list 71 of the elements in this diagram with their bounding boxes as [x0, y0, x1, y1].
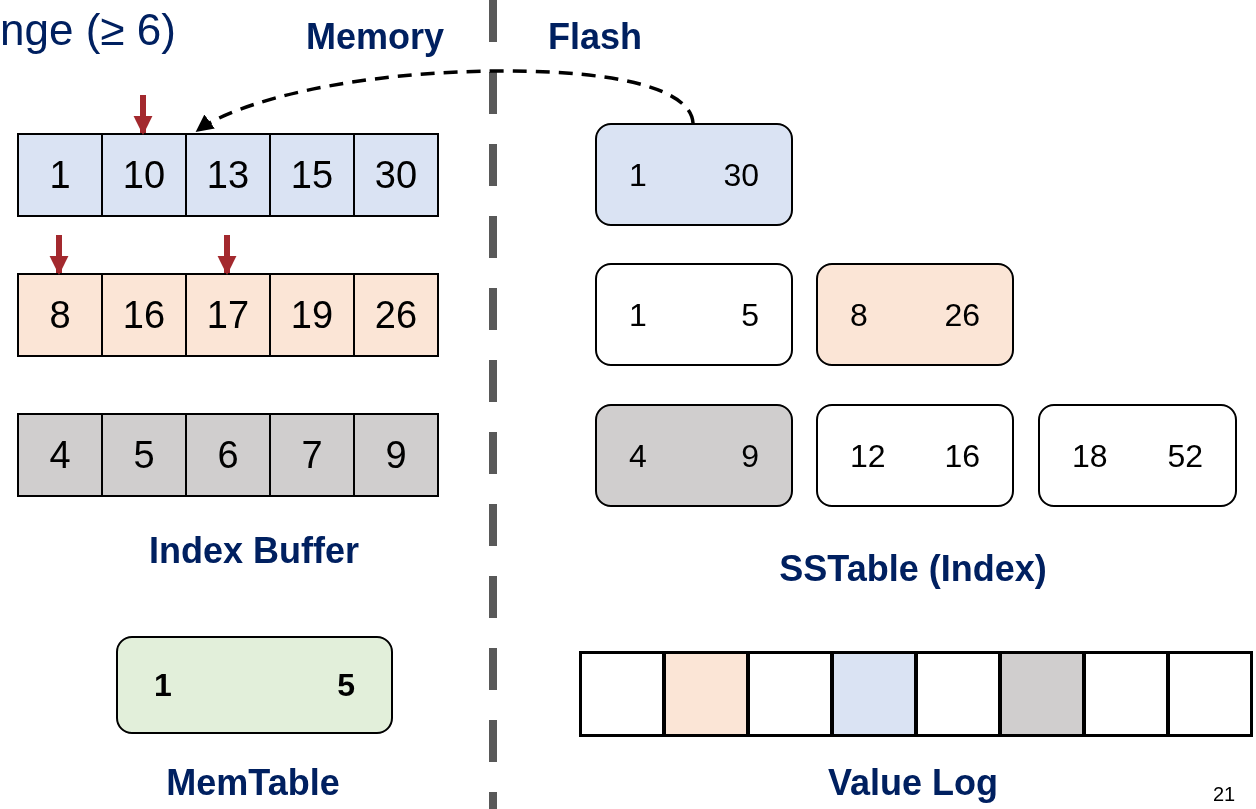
log-slot — [999, 651, 1085, 737]
buffer-cell — [17, 273, 103, 357]
buffer-cell — [185, 273, 271, 357]
buffer-cell — [353, 133, 439, 217]
key-number: 26 — [944, 298, 980, 331]
sstable-box — [816, 263, 1014, 366]
buffer-cell — [101, 133, 187, 217]
key-number: 7 — [301, 436, 323, 474]
key-number: 6 — [217, 436, 239, 474]
key-number: 16 — [944, 439, 980, 472]
buffer-cell — [185, 133, 271, 217]
log-slot — [1167, 651, 1253, 737]
log-slot — [915, 651, 1001, 737]
arrow — [195, 69, 695, 133]
log-slot — [579, 651, 665, 737]
group-label: SSTable (Index) — [778, 547, 1048, 591]
buffer-cell — [269, 133, 355, 217]
sstable-box — [816, 404, 1014, 507]
sstable-box — [595, 263, 793, 366]
key-number: 16 — [122, 296, 166, 334]
arrow — [49, 235, 69, 275]
key-number: 12 — [850, 439, 886, 472]
key-number: 15 — [290, 156, 334, 194]
group-label: MemTable — [165, 761, 341, 805]
key-number: 4 — [49, 436, 71, 474]
key-number: 52 — [1167, 439, 1203, 472]
title-text: nge (≥ 6) — [0, 4, 177, 56]
key-number: 4 — [629, 439, 647, 472]
key-number: 30 — [374, 156, 418, 194]
key-number: 19 — [290, 296, 334, 334]
key-number: 26 — [374, 296, 418, 334]
log-slot — [663, 651, 749, 737]
key-number: 10 — [122, 156, 166, 194]
key-number: 8 — [850, 298, 868, 331]
buffer-cell — [17, 413, 103, 497]
key-number: 9 — [741, 439, 759, 472]
buffer-cell — [17, 133, 103, 217]
arrow — [133, 95, 153, 135]
key-number: 13 — [206, 156, 250, 194]
sstable-box — [595, 404, 793, 507]
key-number: 1 — [49, 156, 71, 194]
memtable-box — [116, 636, 393, 734]
log-slot — [747, 651, 833, 737]
key-number: 1 — [629, 158, 647, 191]
group-label: Value Log — [826, 761, 999, 805]
key-number: 17 — [206, 296, 250, 334]
key-number: 8 — [49, 296, 71, 334]
buffer-cell — [101, 273, 187, 357]
key-number: 5 — [337, 669, 355, 701]
key-number: 1 — [629, 298, 647, 331]
key-number: 30 — [723, 158, 759, 191]
log-slot — [1083, 651, 1169, 737]
buffer-cell — [269, 413, 355, 497]
log-slot — [831, 651, 917, 737]
sstable-box — [1038, 404, 1237, 507]
sstable-box — [595, 123, 793, 226]
group-label: Index Buffer — [148, 529, 360, 573]
page-number: 21 — [1211, 782, 1237, 807]
buffer-cell — [185, 413, 271, 497]
section-label: Memory — [304, 15, 445, 59]
buffer-cell — [353, 273, 439, 357]
arrow — [217, 235, 237, 275]
key-number: 9 — [385, 436, 407, 474]
buffer-cell — [269, 273, 355, 357]
key-number: 18 — [1072, 439, 1108, 472]
key-number: 1 — [154, 669, 172, 701]
buffer-cell — [101, 413, 187, 497]
buffer-cell — [353, 413, 439, 497]
section-label: Flash — [547, 15, 643, 59]
key-number: 5 — [133, 436, 155, 474]
key-number: 5 — [741, 298, 759, 331]
